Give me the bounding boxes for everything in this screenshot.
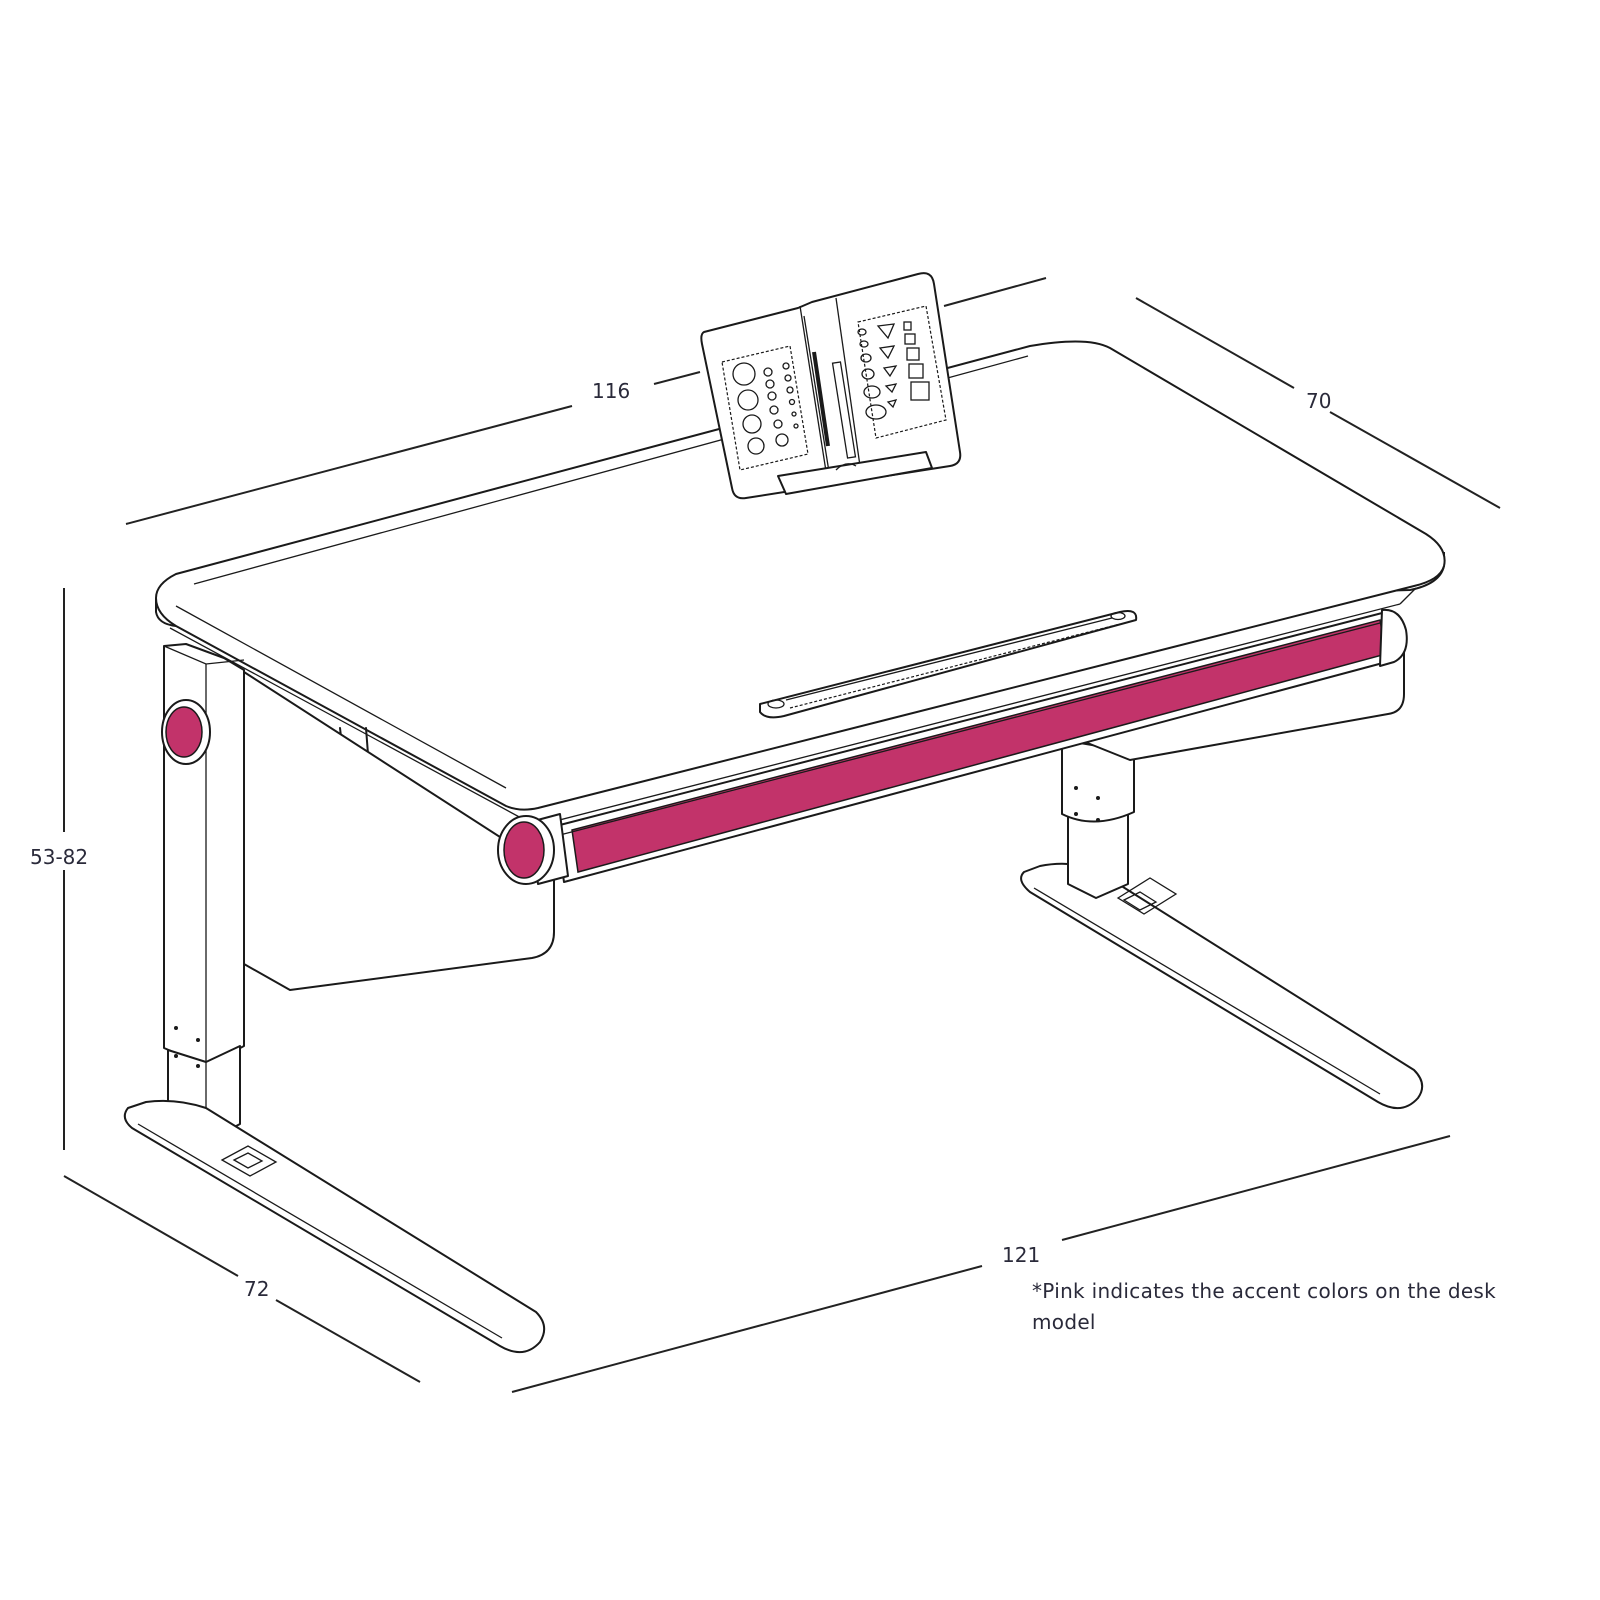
- left-side-panel: [243, 671, 555, 991]
- accent-color-note: *Pink indicates the accent colors on the…: [1032, 1279, 1497, 1334]
- accent-bar: [497, 608, 1408, 885]
- dimension-label-base-width: 121: [1002, 1243, 1040, 1267]
- dimension-label-base-depth: 72: [244, 1277, 269, 1301]
- right-foot: [1020, 862, 1424, 1109]
- pen-tray: [759, 610, 1138, 719]
- dimension-base-width: 121: [511, 1135, 1451, 1393]
- left-foot: [123, 1099, 546, 1353]
- dimension-label-top-width: 116: [592, 379, 630, 403]
- dimension-base-depth: 72: [63, 1175, 421, 1383]
- accent-knob-fill: [165, 706, 203, 758]
- right-leg: [1061, 739, 1135, 899]
- height-knob: [161, 699, 211, 765]
- dimension-height: 53-82: [30, 588, 88, 1150]
- dimension-label-height: 53-82: [30, 845, 88, 869]
- accent-cap-left: [503, 821, 545, 879]
- desk-top: [155, 340, 1446, 827]
- dimension-top-depth: 70: [1135, 297, 1501, 509]
- book-stand: [700, 272, 962, 500]
- dimension-top-width: 116: [125, 277, 1047, 525]
- dimension-label-top-depth: 70: [1306, 389, 1331, 413]
